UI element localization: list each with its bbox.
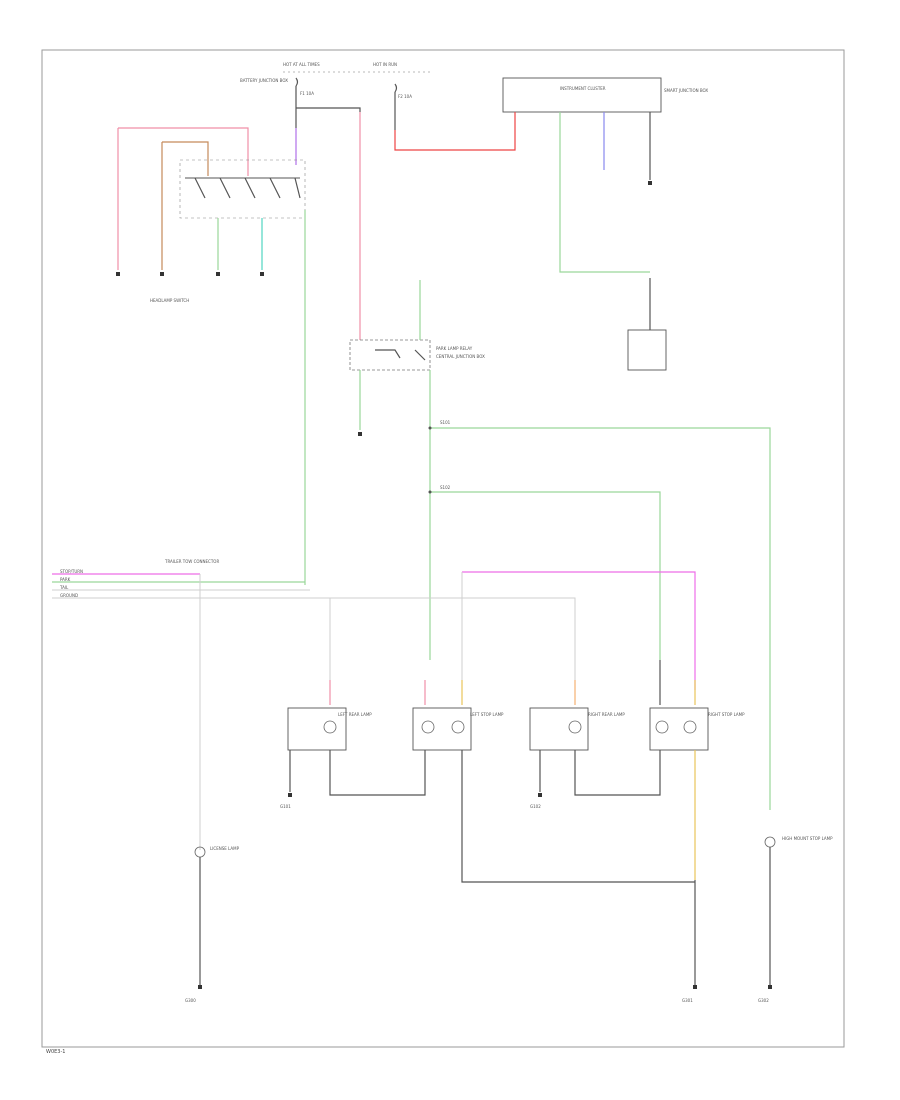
- splice-dot-2: [428, 490, 432, 494]
- wire-magenta-right: [462, 571, 696, 690]
- label-ground-4: G301: [682, 998, 693, 1003]
- headlamp-switch-box: [179, 159, 306, 219]
- label-relay-note: CENTRAL JUNCTION BOX: [436, 354, 485, 359]
- ground-dot-2: [160, 272, 164, 276]
- label-lamp-1: LEFT REAR LAMP: [338, 712, 372, 717]
- label-lamp-2: LEFT STOP LAMP: [470, 712, 504, 717]
- wire-pink-top: [118, 127, 249, 176]
- label-trailer-pin-2: PARK: [60, 577, 71, 582]
- wire-brown: [161, 141, 209, 270]
- ground-dot-right-lamps: [693, 985, 697, 989]
- wire-black-return-3: [461, 750, 695, 883]
- label-top-module-note: SMART JUNCTION BOX: [664, 88, 708, 93]
- splice-dot-1: [428, 426, 432, 430]
- wire-black-return-2: [539, 750, 661, 796]
- label-splice-2: S102: [440, 485, 451, 490]
- ground-dot-relay: [358, 432, 362, 436]
- ground-dot-module: [648, 181, 652, 185]
- high-mount-bulb: [764, 836, 776, 848]
- label-ground-5: G302: [758, 998, 769, 1003]
- label-trailer-pin-1: STOP/TURN: [60, 569, 83, 574]
- label-trailer-conn: TRAILER TOW CONNECTOR: [164, 559, 219, 564]
- ground-dot-high-mount: [768, 985, 772, 989]
- relay-box: [349, 339, 431, 371]
- fuse-2-symbol: [394, 83, 398, 93]
- fuse-1-symbol: [295, 77, 299, 87]
- label-fuse-1: F1 10A: [300, 91, 314, 96]
- lamp-3: RIGHT REAR LAMP: [529, 707, 625, 751]
- label-trailer-pin-4: GROUND: [60, 593, 78, 598]
- lamp-4: RIGHT STOP LAMP: [649, 707, 745, 751]
- label-top-module: INSTRUMENT CLUSTER: [560, 86, 606, 91]
- label-trailer-pin-3: TAIL: [59, 585, 69, 590]
- wire-black-fuse1: [295, 86, 361, 128]
- top-module-box: [502, 77, 662, 113]
- ground-dot-1: [116, 272, 120, 276]
- relay-switch: [375, 349, 426, 361]
- switch-contacts: [194, 177, 301, 199]
- wire-green-branch-2: [430, 491, 661, 660]
- label-splice-1: S101: [440, 420, 451, 425]
- wire-gray-trailer-4: [52, 597, 576, 690]
- label-lamp-4: RIGHT STOP LAMP: [708, 712, 745, 717]
- ground-dot-license: [198, 985, 202, 989]
- lamp-1: LEFT REAR LAMP: [287, 707, 372, 751]
- wire-black-return-1: [289, 750, 426, 796]
- label-license-lamp: LICENSE LAMP: [210, 846, 240, 851]
- label-high-mount: HIGH MOUNT STOP LAMP: [782, 836, 833, 841]
- ground-dot-lamp1: [288, 793, 292, 797]
- label-fuse-desc: BATTERY JUNCTION BOX: [240, 78, 288, 83]
- label-hot-all-times: HOT AT ALL TIMES: [283, 62, 320, 67]
- label-ground-3: G300: [185, 998, 196, 1003]
- ground-dot-4: [260, 272, 264, 276]
- ground-dot-lamp3: [538, 793, 542, 797]
- label-fuse-2: F2 10A: [398, 94, 412, 99]
- right-component-box: [627, 329, 667, 371]
- diagram-frame: [41, 49, 845, 1048]
- wire-green-branch-1: [430, 427, 771, 810]
- label-lamp-3: RIGHT REAR LAMP: [588, 712, 625, 717]
- label-relay: PARK LAMP RELAY: [436, 346, 473, 351]
- wire-green-module: [559, 112, 650, 273]
- lamp-2: LEFT STOP LAMP: [412, 707, 504, 751]
- label-ground-1: G101: [280, 804, 291, 809]
- footer-code: W0E3-1: [46, 1049, 65, 1055]
- ground-dot-3: [216, 272, 220, 276]
- label-ground-2: G102: [530, 804, 541, 809]
- label-hot-in-run: HOT IN RUN: [373, 62, 397, 67]
- label-headlamp-switch: HEADLAMP SWITCH: [150, 298, 189, 303]
- wire-red: [394, 112, 516, 151]
